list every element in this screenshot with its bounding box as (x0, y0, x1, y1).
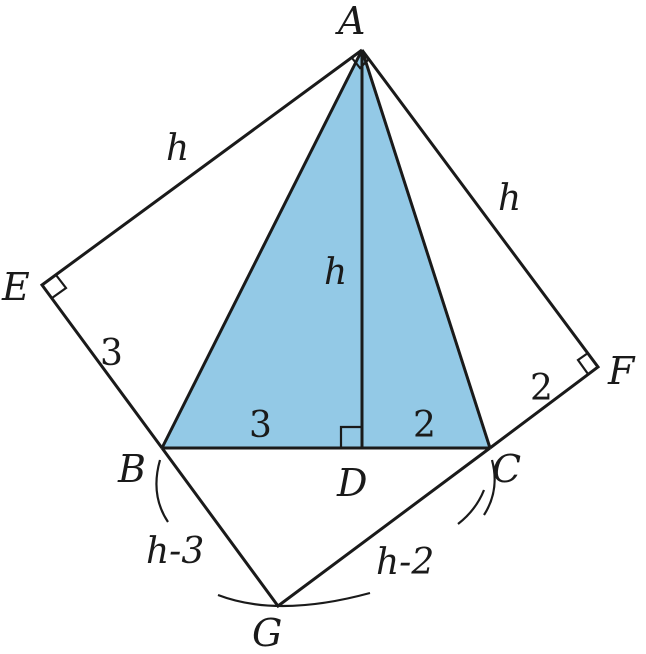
arc-c (483, 459, 496, 516)
length-label-dc: 2 (413, 405, 436, 446)
segment-a-b (160, 49, 364, 449)
segment-a-f-c (360, 49, 601, 450)
point-label-g: G (252, 611, 282, 654)
right-angle-d (339, 425, 362, 448)
segment-a-e-b (39, 48, 363, 449)
length-label-bd: 3 (249, 405, 272, 446)
segment-a-c (360, 49, 492, 449)
right-angle-f (576, 352, 589, 375)
point-label-b: B (117, 447, 146, 491)
length-label-fc: 2 (530, 368, 553, 409)
point-label-c: C (492, 447, 521, 491)
point-label-a: A (335, 0, 365, 43)
point-label-d: D (336, 461, 367, 505)
triangle-abc-fill (162, 50, 490, 448)
length-label-bg: h-3 (146, 531, 204, 572)
point-label-f: F (607, 349, 636, 393)
length-label-cg: h-2 (376, 542, 434, 583)
arc-b (155, 459, 169, 523)
right-angle-e (51, 274, 68, 299)
arc-c-lower (457, 489, 486, 525)
length-label-ae: h (166, 128, 189, 169)
length-label-eb: 3 (100, 333, 123, 374)
segment-b-g-c (160, 446, 491, 609)
point-label-e: E (1, 265, 30, 309)
right-angle-a (351, 57, 369, 70)
arc-g (217, 591, 371, 608)
length-label-ad: h (324, 252, 347, 293)
length-label-af: h (498, 178, 521, 219)
